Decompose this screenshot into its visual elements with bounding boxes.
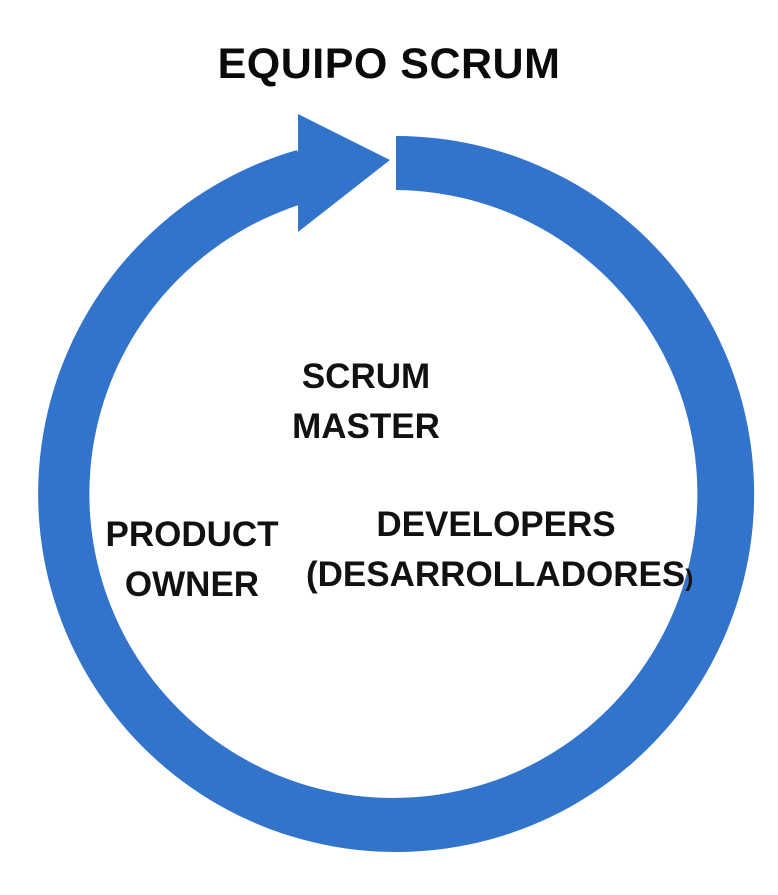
role-developers: DEVELOPERS (DESARROLLADORES) — [306, 500, 693, 604]
developers-line2: (DESARROLLADORES) — [306, 550, 693, 604]
role-scrum-master: SCRUM MASTER — [286, 352, 446, 452]
cycle-arrowhead — [298, 114, 390, 232]
product-owner-line1: PRODUCT — [105, 515, 279, 554]
developers-line2-main: (DESARROLLADORES — [306, 555, 686, 594]
product-owner-line2: OWNER — [124, 565, 260, 604]
role-product-owner: PRODUCT OWNER — [92, 510, 292, 610]
developers-line2-tail: ) — [685, 565, 694, 592]
developers-line1: DEVELOPERS — [376, 505, 616, 544]
scrum-master-line1: SCRUM — [301, 357, 431, 396]
diagram-title: EQUIPO SCRUM — [217, 40, 561, 88]
cycle-arrow-band — [38, 135, 755, 852]
scrum-master-line2: MASTER — [292, 407, 440, 446]
